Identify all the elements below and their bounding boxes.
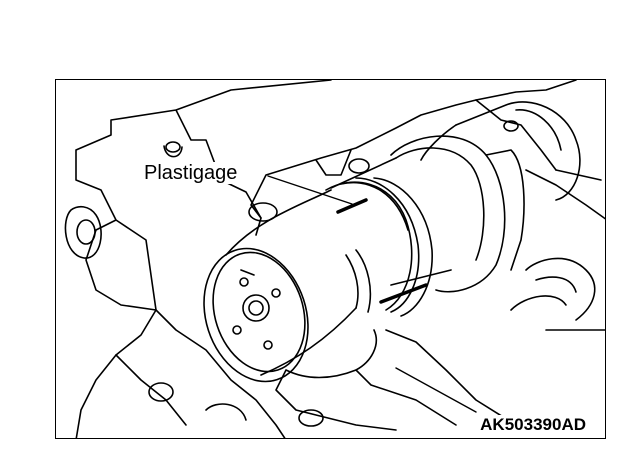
plastigage-strip	[336, 198, 368, 214]
cylinder-head-outline	[75, 80, 332, 438]
camshaft-shaft	[330, 157, 452, 286]
oil-hole-right	[503, 120, 519, 132]
plastigage-label: Plastigage	[142, 162, 240, 184]
bearing-journal	[325, 181, 413, 311]
figure-id-leader-line	[395, 367, 477, 413]
plastigage-leader-line	[267, 175, 353, 205]
bearing-cap-rear	[250, 99, 477, 219]
bolt-hole-left	[76, 219, 96, 245]
cam-lobe	[390, 135, 506, 293]
head-bolt-boss	[64, 205, 102, 259]
bearing-saddle	[275, 329, 397, 431]
journal-front-face	[203, 247, 309, 383]
figure-id-label: AK503390AD	[477, 415, 589, 434]
journal-cylinder-body	[225, 189, 357, 376]
journal-center-bore	[242, 294, 270, 322]
camshaft-rear-journal	[455, 101, 581, 201]
camshaft-bearing-figure: Plastigage AK503390AD	[55, 79, 606, 439]
plastigage-strip-lower	[379, 283, 428, 304]
oil-hole-top	[165, 141, 181, 153]
camshaft-illustration	[64, 80, 605, 438]
